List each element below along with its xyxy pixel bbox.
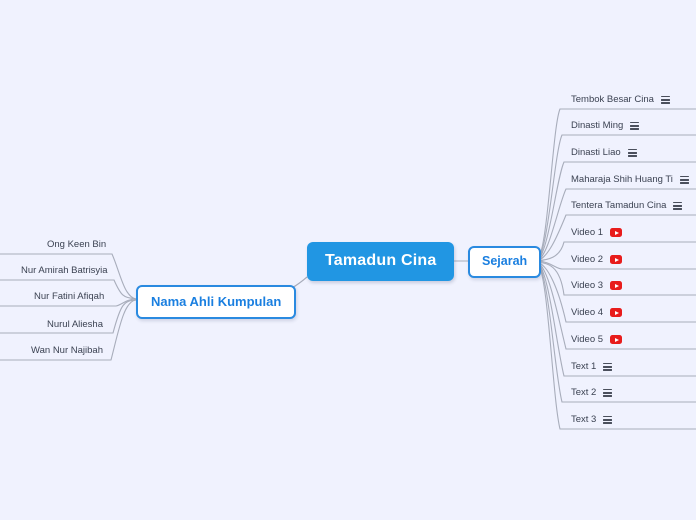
- branch-node-sejarah-label: Sejarah: [482, 254, 528, 268]
- video-icon[interactable]: [610, 228, 623, 238]
- note-icon[interactable]: [603, 415, 613, 424]
- video-icon[interactable]: [610, 255, 623, 265]
- leaf-label: Dinasti Ming: [571, 120, 624, 131]
- list-item[interactable]: Ong Keen Bin: [47, 240, 106, 256]
- list-item[interactable]: Dinasti Liao: [571, 148, 637, 164]
- list-item[interactable]: Video 4: [571, 307, 623, 324]
- note-icon[interactable]: [630, 121, 640, 130]
- branch-node-nama-ahli-kumpulan[interactable]: Nama Ahli Kumpulan: [136, 285, 297, 319]
- list-item[interactable]: Maharaja Shih Huang Ti: [571, 175, 689, 191]
- leaf-label: Dinasti Liao: [571, 147, 621, 158]
- branch-node-nama-ahli-kumpulan-label: Nama Ahli Kumpulan: [151, 294, 282, 309]
- list-item[interactable]: Video 5: [571, 334, 623, 351]
- list-item[interactable]: Tentera Tamadun Cina: [571, 200, 683, 217]
- list-item[interactable]: Nur Fatini Afiqah: [34, 292, 104, 308]
- branch-node-sejarah[interactable]: Sejarah: [468, 246, 542, 278]
- leaf-label: Video 2: [571, 254, 604, 265]
- leaf-label: Ong Keen Bin: [47, 239, 107, 250]
- list-item[interactable]: Wan Nur Najibah: [31, 346, 103, 362]
- list-item[interactable]: Video 3: [571, 280, 623, 297]
- note-icon[interactable]: [660, 95, 670, 104]
- list-item[interactable]: Video 2: [571, 254, 623, 271]
- leaf-label: Nurul Aliesha: [47, 319, 103, 330]
- list-item[interactable]: Tembok Besar Cina: [571, 95, 670, 111]
- leaf-label: Tembok Besar Cina: [571, 94, 654, 105]
- video-icon[interactable]: [610, 308, 623, 318]
- list-item[interactable]: Nurul Aliesha: [47, 320, 103, 336]
- leaf-label: Text 1: [571, 361, 597, 372]
- leaf-label: Nur Amirah Batrisyia: [21, 265, 108, 276]
- note-icon[interactable]: [603, 362, 613, 371]
- list-item[interactable]: Dinasti Ming: [571, 120, 640, 137]
- list-item[interactable]: Text 3: [571, 414, 613, 431]
- list-item[interactable]: Text 2: [571, 387, 613, 404]
- leaf-label: Video 1: [571, 227, 604, 238]
- list-item[interactable]: Text 1: [571, 361, 613, 378]
- note-icon[interactable]: [603, 388, 613, 397]
- leaf-label: Tentera Tamadun Cina: [571, 200, 667, 211]
- video-icon[interactable]: [610, 281, 623, 291]
- leaf-label: Video 4: [571, 307, 604, 318]
- root-node-tamadun-cina[interactable]: Tamadun Cina: [307, 242, 455, 281]
- leaf-label: Text 2: [571, 387, 597, 398]
- leaf-label: Wan Nur Najibah: [31, 345, 103, 356]
- video-icon[interactable]: [610, 335, 623, 345]
- list-item[interactable]: Nur Amirah Batrisyia: [21, 266, 108, 282]
- list-item[interactable]: Video 1: [571, 227, 623, 244]
- leaf-label: Text 3: [571, 414, 597, 425]
- note-icon[interactable]: [673, 201, 683, 210]
- root-node-label: Tamadun Cina: [325, 252, 437, 269]
- note-icon[interactable]: [679, 175, 689, 184]
- leaf-label: Maharaja Shih Huang Ti: [571, 174, 673, 185]
- leaf-label: Video 5: [571, 334, 604, 345]
- leaf-label: Video 3: [571, 280, 604, 291]
- note-icon[interactable]: [627, 148, 637, 157]
- leaf-label: Nur Fatini Afiqah: [34, 291, 105, 302]
